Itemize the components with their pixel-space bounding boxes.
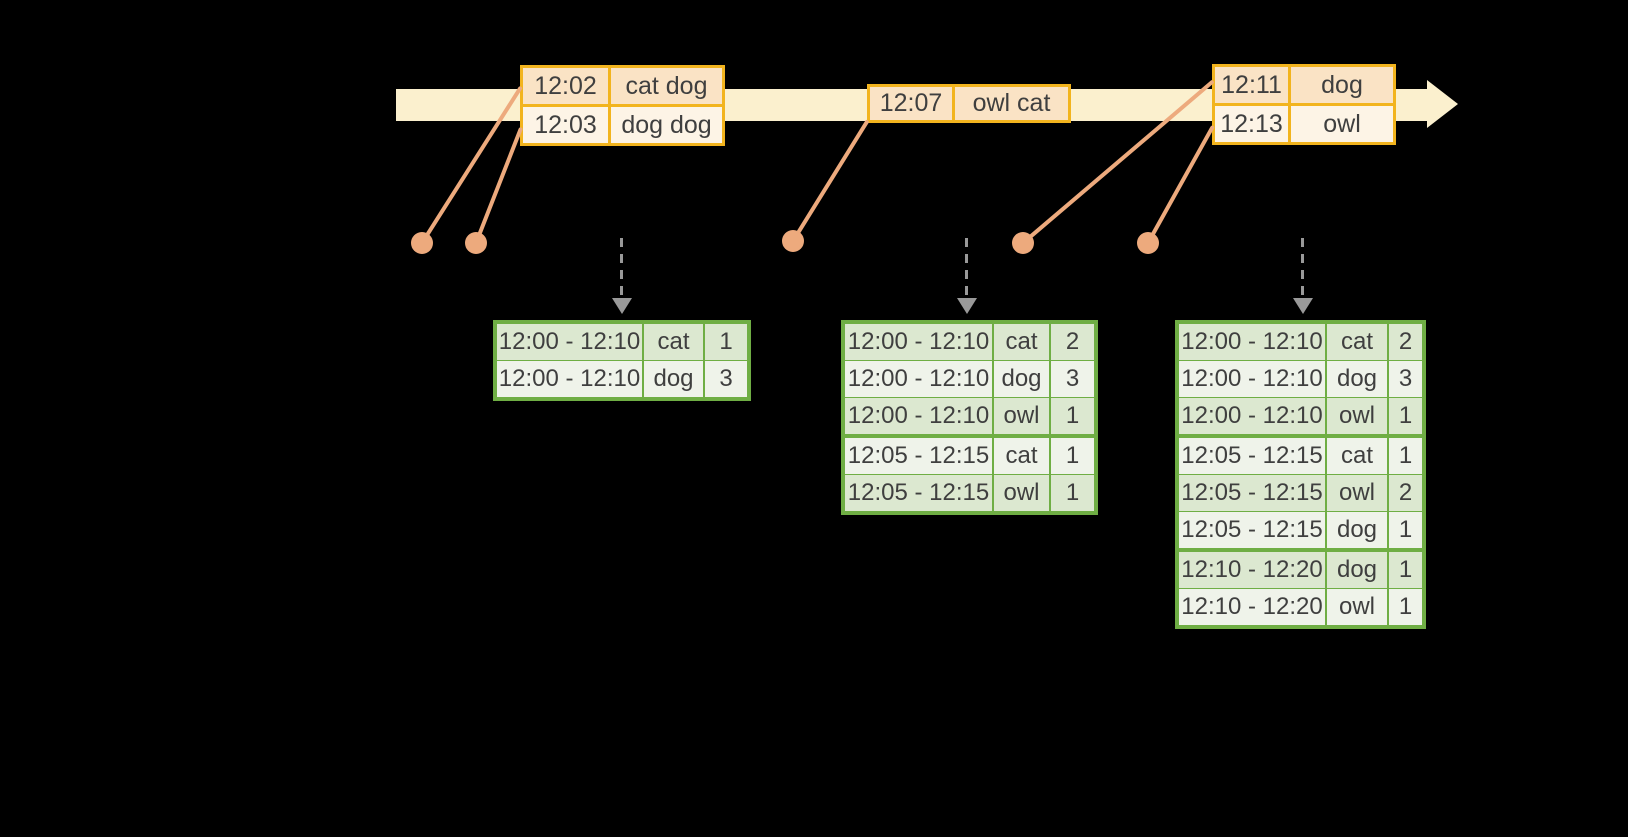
trigger-arrow-icon (965, 238, 968, 300)
result-table-1: 12:00 - 12:10 cat 1 12:00 - 12:10 dog 3 (493, 320, 751, 401)
window-cell: 12:00 - 12:10 (845, 324, 992, 360)
result-row: 12:10 - 12:20 dog 1 (1179, 548, 1422, 588)
word-cell: dog (1325, 512, 1387, 548)
word-cell: cat (1325, 438, 1387, 474)
count-cell: 1 (1387, 552, 1422, 588)
word-cell: cat (992, 438, 1049, 474)
connector-line (791, 119, 870, 243)
event-time-cell: 12:07 (870, 87, 952, 120)
count-cell: 1 (1387, 398, 1422, 434)
word-cell: owl (992, 398, 1049, 434)
window-cell: 12:05 - 12:15 (845, 475, 992, 511)
window-cell: 12:00 - 12:10 (845, 398, 992, 434)
count-cell: 2 (1049, 324, 1094, 360)
result-row: 12:05 - 12:15 cat 1 (845, 434, 1094, 474)
result-row: 12:05 - 12:15 owl 1 (845, 474, 1094, 511)
result-row: 12:00 - 12:10 dog 3 (1179, 360, 1422, 397)
word-cell: cat (1325, 324, 1387, 360)
event-table-3: 12:11 dog 12:13 owl (1212, 64, 1396, 145)
trigger-arrowhead-icon (612, 298, 632, 314)
window-cell: 12:05 - 12:15 (1179, 512, 1325, 548)
count-cell: 3 (703, 361, 747, 397)
result-row: 12:05 - 12:15 owl 2 (1179, 474, 1422, 511)
event-words-cell: owl cat (952, 87, 1068, 120)
event-row: 12:03 dog dog (523, 104, 722, 143)
event-dot (1137, 232, 1159, 254)
word-cell: owl (1325, 398, 1387, 434)
result-row: 12:00 - 12:10 dog 3 (497, 360, 747, 397)
event-row: 12:11 dog (1215, 67, 1393, 103)
window-cell: 12:10 - 12:20 (1179, 552, 1325, 588)
count-cell: 1 (1387, 589, 1422, 625)
result-row: 12:00 - 12:10 cat 2 (845, 324, 1094, 360)
event-row: 12:13 owl (1215, 103, 1393, 142)
window-cell: 12:00 - 12:10 (497, 361, 642, 397)
event-table-1: 12:02 cat dog 12:03 dog dog (520, 65, 725, 146)
word-cell: dog (1325, 552, 1387, 588)
event-words-cell: dog (1288, 67, 1393, 103)
event-dot (411, 232, 433, 254)
result-table-3: 12:00 - 12:10 cat 2 12:00 - 12:10 dog 3 … (1175, 320, 1426, 629)
event-time-cell: 12:11 (1215, 67, 1288, 103)
event-row: 12:07 owl cat (870, 87, 1068, 120)
result-row: 12:00 - 12:10 cat 2 (1179, 324, 1422, 360)
result-row: 12:05 - 12:15 dog 1 (1179, 511, 1422, 548)
word-cell: owl (1325, 475, 1387, 511)
word-cell: dog (1325, 361, 1387, 397)
event-words-cell: owl (1288, 106, 1393, 142)
count-cell: 1 (1387, 512, 1422, 548)
window-cell: 12:00 - 12:10 (1179, 398, 1325, 434)
window-cell: 12:00 - 12:10 (497, 324, 642, 360)
event-table-2: 12:07 owl cat (867, 84, 1071, 123)
event-words-cell: cat dog (608, 68, 722, 104)
connector-line (1146, 124, 1215, 244)
result-table-2: 12:00 - 12:10 cat 2 12:00 - 12:10 dog 3 … (841, 320, 1098, 515)
window-cell: 12:10 - 12:20 (1179, 589, 1325, 625)
result-row: 12:00 - 12:10 owl 1 (1179, 397, 1422, 434)
trigger-arrow-icon (1301, 238, 1304, 300)
count-cell: 1 (1049, 398, 1094, 434)
result-row: 12:00 - 12:10 cat 1 (497, 324, 747, 360)
event-time-cell: 12:13 (1215, 106, 1288, 142)
word-cell: cat (642, 324, 703, 360)
count-cell: 3 (1387, 361, 1422, 397)
window-cell: 12:05 - 12:15 (1179, 438, 1325, 474)
result-row: 12:10 - 12:20 owl 1 (1179, 588, 1422, 625)
word-cell: dog (642, 361, 703, 397)
trigger-arrowhead-icon (1293, 298, 1313, 314)
event-dot (1012, 232, 1034, 254)
word-cell: dog (992, 361, 1049, 397)
event-time-cell: 12:02 (523, 68, 608, 104)
word-cell: owl (1325, 589, 1387, 625)
word-cell: owl (992, 475, 1049, 511)
word-cell: cat (992, 324, 1049, 360)
count-cell: 1 (1387, 438, 1422, 474)
result-row: 12:05 - 12:15 cat 1 (1179, 434, 1422, 474)
event-dot (465, 232, 487, 254)
count-cell: 1 (703, 324, 747, 360)
trigger-arrowhead-icon (957, 298, 977, 314)
count-cell: 3 (1049, 361, 1094, 397)
window-cell: 12:00 - 12:10 (1179, 361, 1325, 397)
trigger-arrow-icon (620, 238, 623, 300)
result-row: 12:00 - 12:10 dog 3 (845, 360, 1094, 397)
window-cell: 12:00 - 12:10 (845, 361, 992, 397)
event-row: 12:02 cat dog (523, 68, 722, 104)
count-cell: 2 (1387, 475, 1422, 511)
timeline-arrowhead-icon (1427, 80, 1458, 128)
result-row: 12:00 - 12:10 owl 1 (845, 397, 1094, 434)
event-time-cell: 12:03 (523, 107, 608, 143)
window-cell: 12:05 - 12:15 (1179, 475, 1325, 511)
event-dot (782, 230, 804, 252)
event-words-cell: dog dog (608, 107, 722, 143)
window-cell: 12:00 - 12:10 (1179, 324, 1325, 360)
count-cell: 1 (1049, 438, 1094, 474)
count-cell: 2 (1387, 324, 1422, 360)
count-cell: 1 (1049, 475, 1094, 511)
window-cell: 12:05 - 12:15 (845, 438, 992, 474)
